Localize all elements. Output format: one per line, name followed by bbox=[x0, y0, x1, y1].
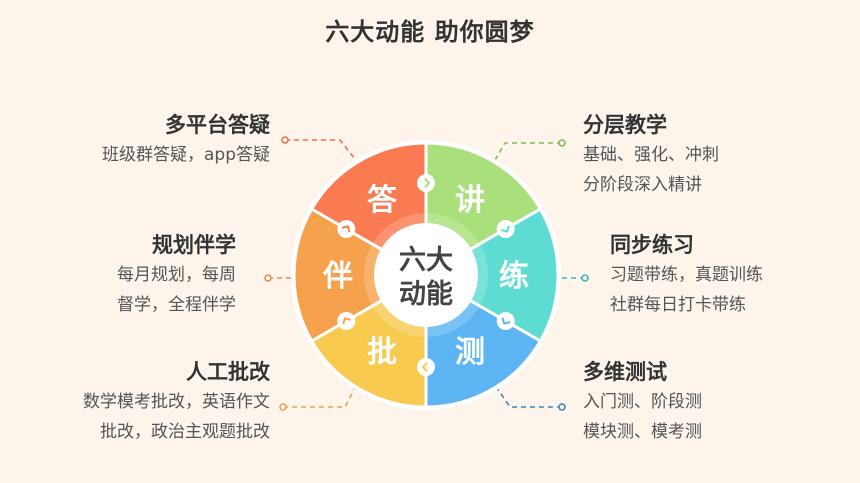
feature-line: 基础、强化、冲刺 bbox=[583, 145, 719, 165]
chevron-icon bbox=[501, 225, 510, 233]
feature-accompany: 规划伴学 每月规划，每周 督学，全程伴学 bbox=[0, 230, 236, 320]
wheel-segment bbox=[423, 206, 560, 344]
segment-label: 测 bbox=[455, 335, 485, 370]
center-label: 六大 bbox=[399, 245, 453, 276]
page-title: 六大动能 助你圆梦 bbox=[325, 18, 535, 46]
feature-test: 多维测试 入门测、阶段测 模块测、模考测 bbox=[583, 357, 843, 447]
feature-line: 数学模考批改，英语作文 bbox=[83, 392, 270, 412]
feature-heading: 多平台答疑 bbox=[165, 113, 270, 137]
feature-practice: 同步练习 习题带练，真题训练 社群每日打卡带练 bbox=[610, 230, 860, 320]
chevron-badge bbox=[496, 312, 515, 330]
feature-line: 督学，全程伴学 bbox=[117, 295, 236, 315]
feature-heading: 分层教学 bbox=[583, 113, 667, 137]
feature-line: 模块测、模考测 bbox=[583, 422, 702, 442]
feature-line: 社群每日打卡带练 bbox=[610, 295, 746, 315]
chevron-badge bbox=[337, 312, 356, 330]
segment-label: 伴 bbox=[322, 259, 353, 294]
chevron-icon bbox=[501, 317, 511, 325]
center-circle bbox=[374, 223, 478, 327]
feature-line: 每月规划，每周 bbox=[117, 265, 236, 285]
feature-answer: 多平台答疑 班级群答疑，app答疑 bbox=[10, 110, 270, 170]
segment-label: 练 bbox=[499, 259, 529, 294]
feature-line: 批改，政治主观题批改 bbox=[100, 422, 270, 442]
connector-line-answer bbox=[285, 139, 363, 169]
feature-heading: 人工批改 bbox=[186, 360, 270, 384]
feature-teach: 分层教学 基础、强化、冲刺 分阶段深入精讲 bbox=[583, 110, 843, 200]
feature-heading: 多维测试 bbox=[583, 360, 667, 384]
connector-dot-accompany bbox=[264, 274, 272, 282]
connector-dot-correct bbox=[279, 403, 287, 411]
chevron-icon bbox=[342, 317, 351, 325]
chevron-icon bbox=[424, 177, 431, 189]
feature-heading: 规划伴学 bbox=[152, 233, 236, 257]
chevron-badge bbox=[496, 220, 515, 238]
chevron-badge bbox=[417, 358, 435, 376]
feature-line: 习题带练，真题训练 bbox=[610, 265, 763, 285]
segment-label: 答 bbox=[367, 183, 398, 218]
segment-label: 讲 bbox=[455, 183, 485, 218]
connector-line-teach bbox=[487, 142, 562, 173]
feature-heading: 同步练习 bbox=[610, 233, 694, 257]
feature-line: 入门测、阶段测 bbox=[583, 392, 702, 412]
chevron-icon bbox=[341, 225, 351, 233]
connector-dot-test bbox=[558, 403, 566, 411]
wheel-segment bbox=[292, 206, 429, 344]
chevron-icon bbox=[421, 361, 428, 373]
connector-dot-practice bbox=[581, 274, 589, 282]
chevron-badge bbox=[417, 174, 435, 192]
feature-line: 分阶段深入精讲 bbox=[583, 175, 702, 195]
feature-line: 班级群答疑，app答疑 bbox=[102, 145, 270, 165]
connector-dot-teach bbox=[558, 139, 566, 147]
feature-correct: 人工批改 数学模考批改，英语作文 批改，政治主观题批改 bbox=[10, 357, 270, 447]
segment-label: 批 bbox=[367, 335, 397, 370]
chevron-badge bbox=[337, 220, 356, 238]
connector-dot-answer bbox=[281, 136, 289, 144]
center-label: 动能 bbox=[399, 278, 453, 310]
